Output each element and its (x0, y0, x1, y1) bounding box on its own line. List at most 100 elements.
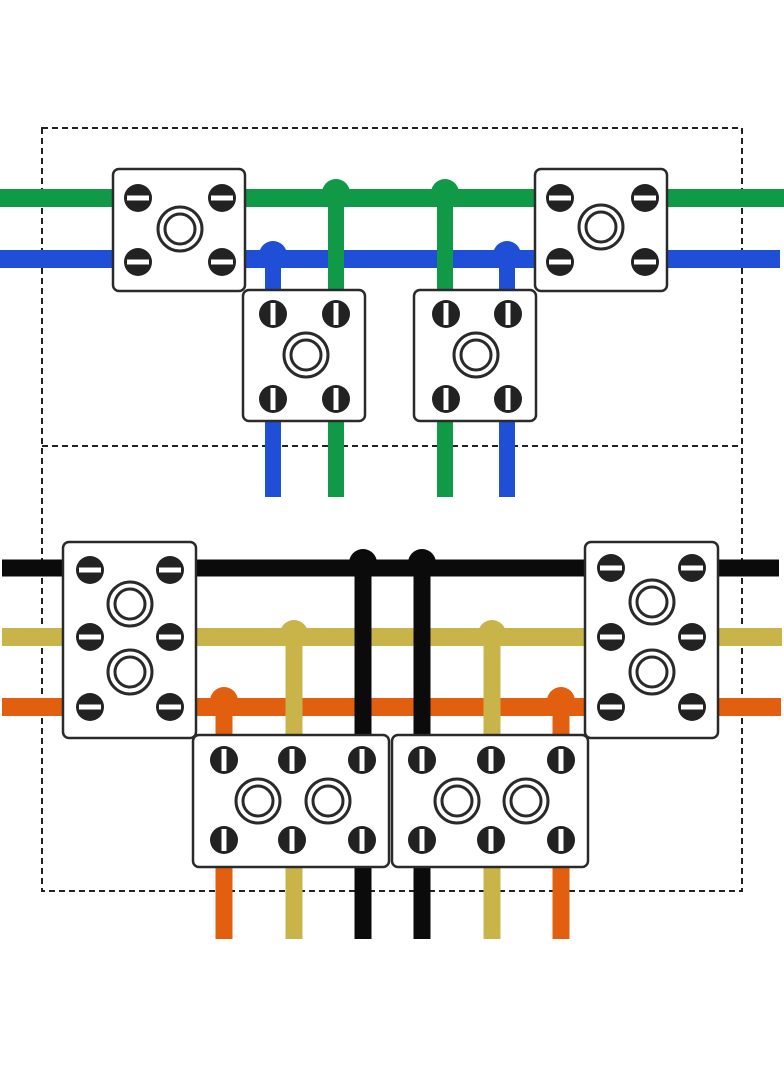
screw-slot (681, 565, 703, 571)
terminal-block (412, 288, 538, 423)
screw-terminal-icon (631, 184, 659, 212)
screw-terminal-icon (546, 248, 574, 276)
screw-slot (333, 388, 339, 410)
screw-terminal-icon (631, 248, 659, 276)
screw-terminal-icon (208, 248, 236, 276)
enclosure-panel (41, 127, 743, 892)
screw-slot (79, 704, 101, 710)
screw-terminal-icon (597, 554, 625, 582)
cable-entry-icon (106, 580, 154, 628)
screw-terminal-icon (124, 184, 152, 212)
screw-slot (600, 704, 622, 710)
cable-entry-icon (452, 331, 500, 379)
screw-slot (505, 388, 511, 410)
screw-terminal-icon (477, 826, 505, 854)
screw-terminal-icon (597, 693, 625, 721)
terminal-blocks (61, 167, 720, 869)
screw-slot (549, 259, 571, 265)
screw-slot (634, 259, 656, 265)
screw-slot (270, 303, 276, 325)
screw-slot (221, 749, 227, 771)
wire-blue-junction (493, 241, 521, 269)
screw-slot (443, 303, 449, 325)
wire-orange-junction (210, 687, 238, 715)
cable-entry-icon (577, 203, 625, 251)
hole-inner (163, 212, 197, 246)
terminal-block-body (390, 733, 590, 869)
screw-slot (359, 749, 365, 771)
cable-entry-icon (156, 205, 204, 253)
screw-slot (634, 195, 656, 201)
screw-terminal-icon (156, 623, 184, 651)
hole-inner (440, 784, 474, 818)
hole-inner (311, 784, 345, 818)
screw-terminal-icon (322, 300, 350, 328)
screw-slot (558, 749, 564, 771)
screw-terminal-icon (76, 693, 104, 721)
screw-terminal-icon (156, 556, 184, 584)
screw-slot (681, 704, 703, 710)
screw-terminal-icon (322, 385, 350, 413)
cable-entry-icon (502, 777, 550, 825)
screw-terminal-icon (494, 385, 522, 413)
screw-slot (333, 303, 339, 325)
screw-terminal-icon (408, 746, 436, 774)
screw-slot (79, 567, 101, 573)
screw-slot (159, 567, 181, 573)
screw-slot (488, 749, 494, 771)
terminal-block (241, 288, 367, 423)
screw-terminal-icon (124, 248, 152, 276)
cable-entry-icon (234, 777, 282, 825)
cable-entry-icon (628, 648, 676, 696)
screw-terminal-icon (210, 746, 238, 774)
hole-inner (113, 655, 147, 689)
terminal-block (390, 733, 590, 869)
enclosure-border (41, 127, 743, 892)
screw-slot (558, 829, 564, 851)
hole-inner (509, 784, 543, 818)
cable-entry-icon (433, 777, 481, 825)
screw-slot (127, 259, 149, 265)
wire-olive-junction (280, 620, 308, 648)
terminal-block (61, 540, 198, 740)
terminal-block (533, 167, 669, 293)
wire-blue-junction (259, 241, 287, 269)
cable-entry-icon (304, 777, 352, 825)
screw-slot (505, 303, 511, 325)
screw-terminal-icon (208, 184, 236, 212)
screw-slot (127, 195, 149, 201)
screw-slot (419, 829, 425, 851)
screw-terminal-icon (348, 746, 376, 774)
hole-inner (289, 338, 323, 372)
screw-terminal-icon (156, 693, 184, 721)
wire-green-junction (431, 179, 459, 207)
screw-terminal-icon (678, 693, 706, 721)
screw-terminal-icon (210, 826, 238, 854)
screw-terminal-icon (546, 184, 574, 212)
screw-terminal-icon (259, 385, 287, 413)
screw-terminal-icon (278, 826, 306, 854)
hole-inner (635, 655, 669, 689)
wire-black-junction (408, 549, 436, 577)
screw-terminal-icon (477, 746, 505, 774)
screw-terminal-icon (432, 385, 460, 413)
screw-terminal-icon (278, 746, 306, 774)
screw-terminal-icon (76, 556, 104, 584)
hole-inner (635, 585, 669, 619)
wire-olive-junction (478, 620, 506, 648)
hole-inner (113, 587, 147, 621)
screw-slot (488, 829, 494, 851)
terminal-block (111, 167, 247, 293)
screw-slot (159, 634, 181, 640)
screw-slot (270, 388, 276, 410)
screw-slot (211, 259, 233, 265)
screw-slot (600, 565, 622, 571)
terminal-block (583, 540, 720, 740)
screw-terminal-icon (547, 746, 575, 774)
screw-slot (419, 749, 425, 771)
terminal-block-body (61, 540, 198, 740)
wire-green-junction (322, 179, 350, 207)
screw-slot (211, 195, 233, 201)
terminal-block-body (191, 733, 391, 869)
